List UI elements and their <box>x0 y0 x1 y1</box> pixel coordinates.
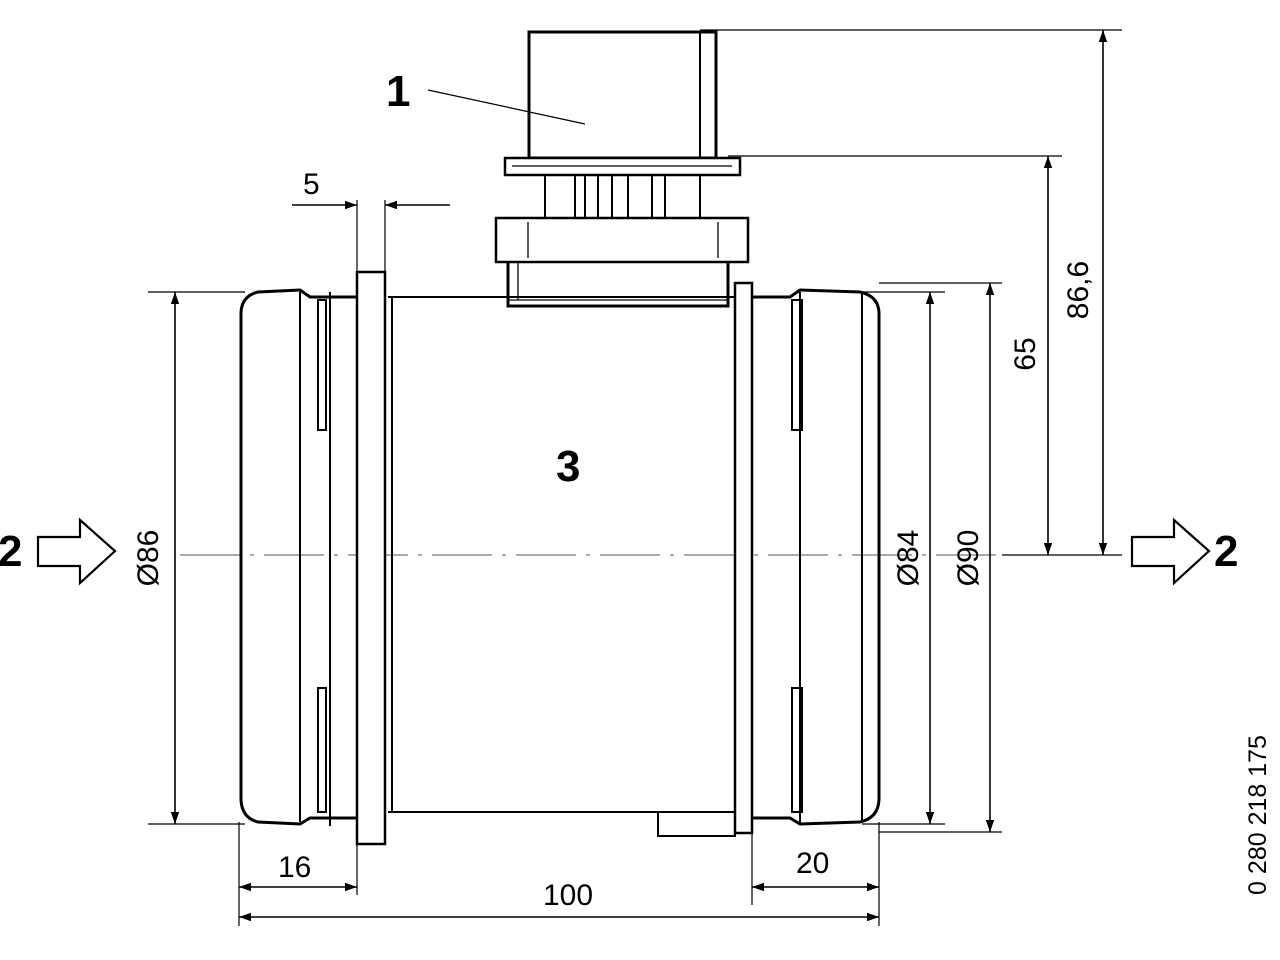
callout-housing-label: 3 <box>556 442 580 491</box>
connector <box>494 30 750 308</box>
dim-overall-length-label: 100 <box>543 879 593 912</box>
dim-outlet-outer-diameter-label: Ø90 <box>952 530 985 587</box>
dim-connector-height-866-label: 86,6 <box>1062 261 1095 319</box>
flow-arrow-right-icon <box>1130 517 1211 586</box>
dim-inlet-diameter-label: Ø86 <box>132 530 165 587</box>
callout-flow-right-label: 2 <box>1214 527 1238 576</box>
callout-1-leader <box>427 89 586 125</box>
dim-connector-height-65-label: 65 <box>1009 337 1042 370</box>
extension-lines <box>148 29 1122 926</box>
housing-body <box>239 270 881 846</box>
dim-outlet-inner-diameter-label: Ø84 <box>892 530 925 587</box>
callout-flow-left-label: 2 <box>0 527 22 576</box>
dim-inlet-length-label: 16 <box>278 851 311 884</box>
dim-outlet-length-label: 20 <box>796 847 829 880</box>
dimension-lines <box>170 30 1108 922</box>
dim-flange-thickness-label: 5 <box>303 168 320 201</box>
callout-connector-label: 1 <box>386 67 410 116</box>
part-number: 0 280 218 175 <box>1244 735 1272 895</box>
flow-arrow-left-icon <box>36 517 117 586</box>
